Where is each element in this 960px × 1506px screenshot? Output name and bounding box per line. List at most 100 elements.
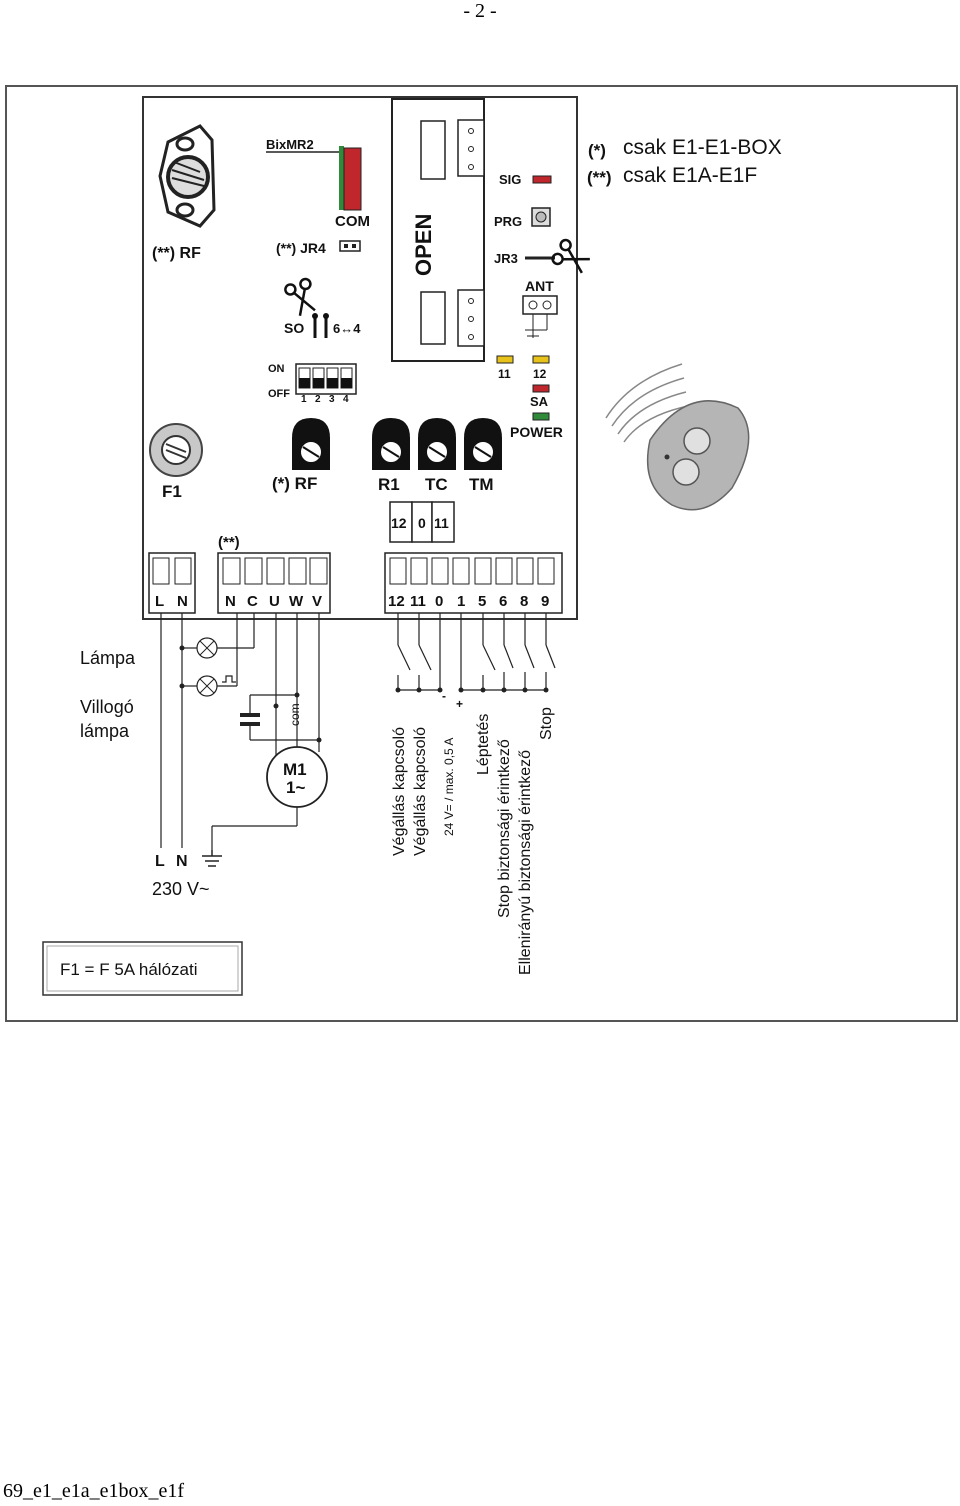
scissors-icon [284,277,316,316]
bixmr2-connector-red [343,147,362,211]
wiring-nodes [179,645,549,743]
control-label-minus: - [442,689,446,703]
dstar-group-label: (**) [218,534,240,551]
trimmer-r1 [372,418,410,470]
terminal-label-motor-n: N [225,593,236,610]
sa-led [532,384,550,393]
rf-receiver-socket [158,124,216,228]
open-connector-top [457,119,485,177]
led-11 [496,355,514,364]
control-label-step: Léptetés [475,714,492,775]
terminal-label-motor-w: W [289,593,304,610]
capacitor-icon [240,713,260,726]
lampa-label: Lámpa [80,648,136,668]
villogo-label-2: lámpa [80,721,130,741]
terminal-block-motor [217,552,331,614]
terminal-label-8: 8 [520,593,528,610]
terminal-label-l: L [155,593,164,610]
dip-number-4: 4 [343,394,349,405]
flashing-lamp-icon [196,675,218,697]
remote-control [646,400,750,511]
fuse-f1 [149,423,203,477]
ant-label: ANT [525,278,554,294]
terminal-label-motor-c: C [247,593,258,610]
open-label: OPEN [411,214,436,276]
note-dstar-symbol: (**) [587,168,612,187]
so-alt-label: 6↔4 [333,321,361,336]
dip-switch-block [295,363,357,395]
motor-label-top: M1 [283,760,307,779]
terminal-block-power [148,552,196,614]
control-label-stop-safety: Stop biztonsági érintkező [496,739,513,918]
scissors-icon [551,238,590,274]
terminal-label-motor-u: U [269,593,280,610]
terminal-label-12: 12 [388,593,405,610]
jr4-label: (**) JR4 [276,240,326,256]
r1-label: R1 [378,475,400,494]
terminal-label-11: 11 [410,593,426,610]
control-label-reverse-safety: Ellenirányú biztonsági érintkező [517,750,534,975]
so-label: SO [284,320,304,336]
terminal-label-n: N [177,593,188,610]
supply-n-label: N [176,853,188,870]
control-label-24v: 24 V= / max. 0,5 A [442,738,456,836]
open-connector-bottom [457,289,485,347]
rf-bottom-socket [292,418,330,470]
jumper-label-11: 11 [434,515,449,531]
bixmr2-label: BixMR2 [266,137,314,152]
terminal-block-control [384,552,563,614]
tc-label: TC [425,475,448,494]
rf-top-label: (**) RF [152,245,201,262]
motor-com-label: com [288,703,302,726]
so-jumper [312,313,329,338]
jumper-label-12: 12 [391,515,407,531]
sa-label: SA [530,394,549,409]
led-11-label: 11 [498,367,511,381]
note-star-text: csak E1-E1-BOX [623,136,782,159]
voltage-label: 230 V~ [152,879,210,899]
led-12 [532,355,550,364]
wiring-diagram: (**) RF BixMR2 COM (**) JR4 SO 6↔4 ON OF… [5,85,958,1022]
bixmr2-connector-green [339,146,344,210]
control-label-stop: Stop [538,707,555,740]
power-label: POWER [510,424,563,440]
jumper-label-0: 0 [418,515,426,531]
motor-label-bottom: 1~ [286,778,305,797]
led-12-label: 12 [533,367,547,381]
dip-number-1: 1 [301,394,307,405]
supply-l-label: L [155,853,165,870]
note-dstar-text: csak E1A-E1F [623,164,757,187]
com-label: COM [335,213,370,230]
fuse-note-text: F1 = F 5A hálózati [60,960,198,979]
f1-label: F1 [162,482,182,501]
terminal-label-6: 6 [499,593,507,610]
control-label-limit-switch-2: Végállás kapcsoló [412,727,429,856]
outer-frame [5,85,958,1022]
control-label-limit-switch-1: Végállás kapcsoló [391,727,408,856]
jr4-jumper [339,240,361,252]
lamp-icon [196,637,218,659]
terminal-label-5: 5 [478,593,486,610]
villogo-label-1: Villogó [80,697,134,717]
fuse-note-box [42,941,243,996]
terminal-label-1: 1 [457,593,465,610]
dip-number-3: 3 [329,394,335,405]
ground-icon [202,850,222,867]
rf-bottom-label: (*) RF [272,474,317,493]
dip-number-2: 2 [315,394,321,405]
terminal-label-motor-v: V [312,593,322,610]
dip-on-label: ON [268,363,285,375]
tm-label: TM [469,475,494,494]
remote-signal-waves [605,363,689,443]
sig-led [532,175,552,184]
sig-label: SIG [499,172,521,187]
dip-off-label: OFF [268,388,290,400]
page-footer: 69_e1_e1a_e1box_e1f [3,1480,185,1502]
trimmer-tm [464,418,502,470]
motor-icon [266,746,328,808]
power-led [532,412,550,421]
control-label-plus: + [456,697,463,711]
jr3-label: JR3 [494,251,518,266]
jumper-block [389,501,455,543]
terminal-label-0: 0 [435,593,443,610]
